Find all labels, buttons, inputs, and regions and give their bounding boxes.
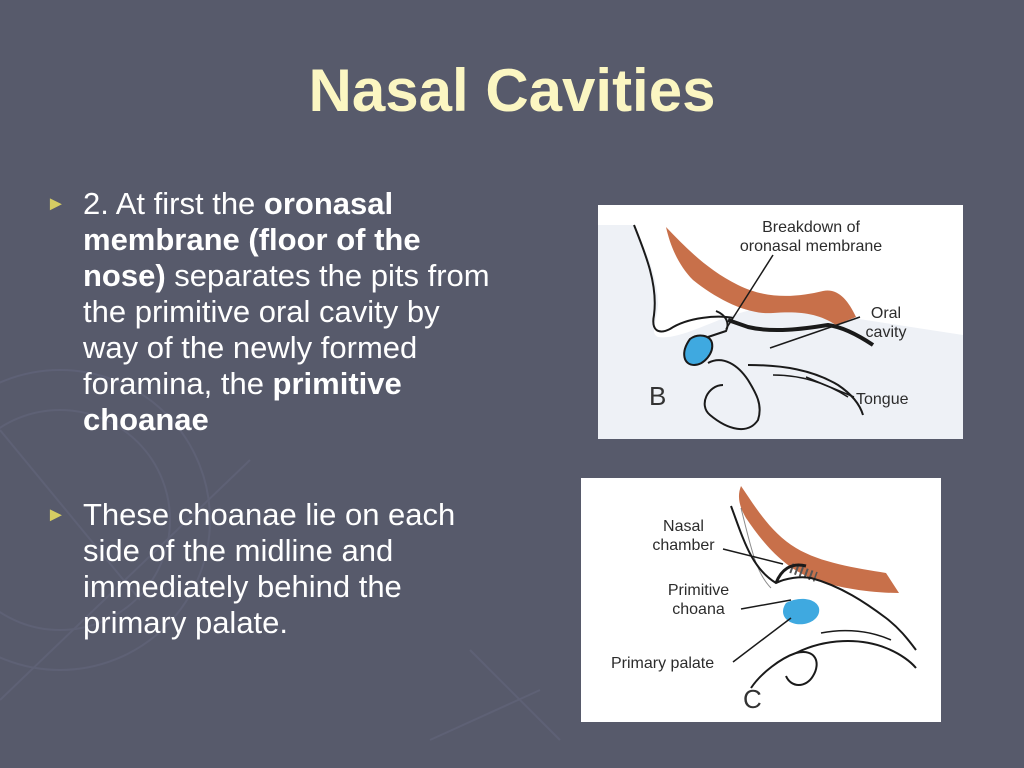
- triangle-bullet-icon: ►: [46, 504, 66, 526]
- bullet-text-2: These choanae lie on each side of the mi…: [83, 497, 493, 641]
- label-oral-line2: cavity: [865, 324, 907, 341]
- bullet-1-segment-4: primitive choanae: [83, 366, 402, 437]
- figure-b-illustration: [598, 224, 963, 439]
- bullet-1-segment-1: 2. At first the: [83, 186, 264, 221]
- label-nasal-line1: Nasal: [663, 518, 704, 535]
- triangle-bullet-icon: ►: [46, 193, 66, 215]
- bullet-1-segment-2: oronasal membrane (floor of the nose): [83, 186, 421, 293]
- label-choana-line1: Primitive: [667, 582, 730, 599]
- panel-letter-c: C: [743, 684, 762, 714]
- bullet-2-segment-1: These choanae lie on each side of the mi…: [83, 497, 456, 640]
- label-breakdown-line1: Breakdown of: [762, 219, 860, 236]
- label-nasal-line2: chamber: [652, 537, 715, 554]
- slide-title: Nasal Cavities: [308, 57, 716, 124]
- figure-c-diagram: Nasal chamber Primitive choana Primary p…: [581, 478, 941, 722]
- label-primitive-choana: Primitive choana: [656, 581, 741, 619]
- bullet-1-segment-3: separates the pits from the primitive or…: [83, 258, 490, 401]
- panel-letter-b: B: [649, 381, 667, 411]
- label-nasal-chamber: Nasal chamber: [641, 517, 726, 555]
- label-breakdown-line2: oronasal membrane: [739, 238, 883, 255]
- label-oral-line1: Oral: [870, 305, 902, 322]
- bullet-text-1: 2. At first the oronasal membrane (floor…: [83, 186, 493, 438]
- label-primary-palate: Primary palate: [611, 655, 715, 672]
- label-breakdown: Breakdown of oronasal membrane: [726, 218, 896, 256]
- figure-b-diagram: Breakdown of oronasal membrane Oral cavi…: [598, 205, 963, 439]
- figure-c-illustration: [722, 486, 917, 689]
- label-choana-line2: choana: [672, 601, 725, 618]
- label-tongue: Tongue: [856, 391, 909, 408]
- label-oral-cavity: Oral cavity: [856, 304, 916, 342]
